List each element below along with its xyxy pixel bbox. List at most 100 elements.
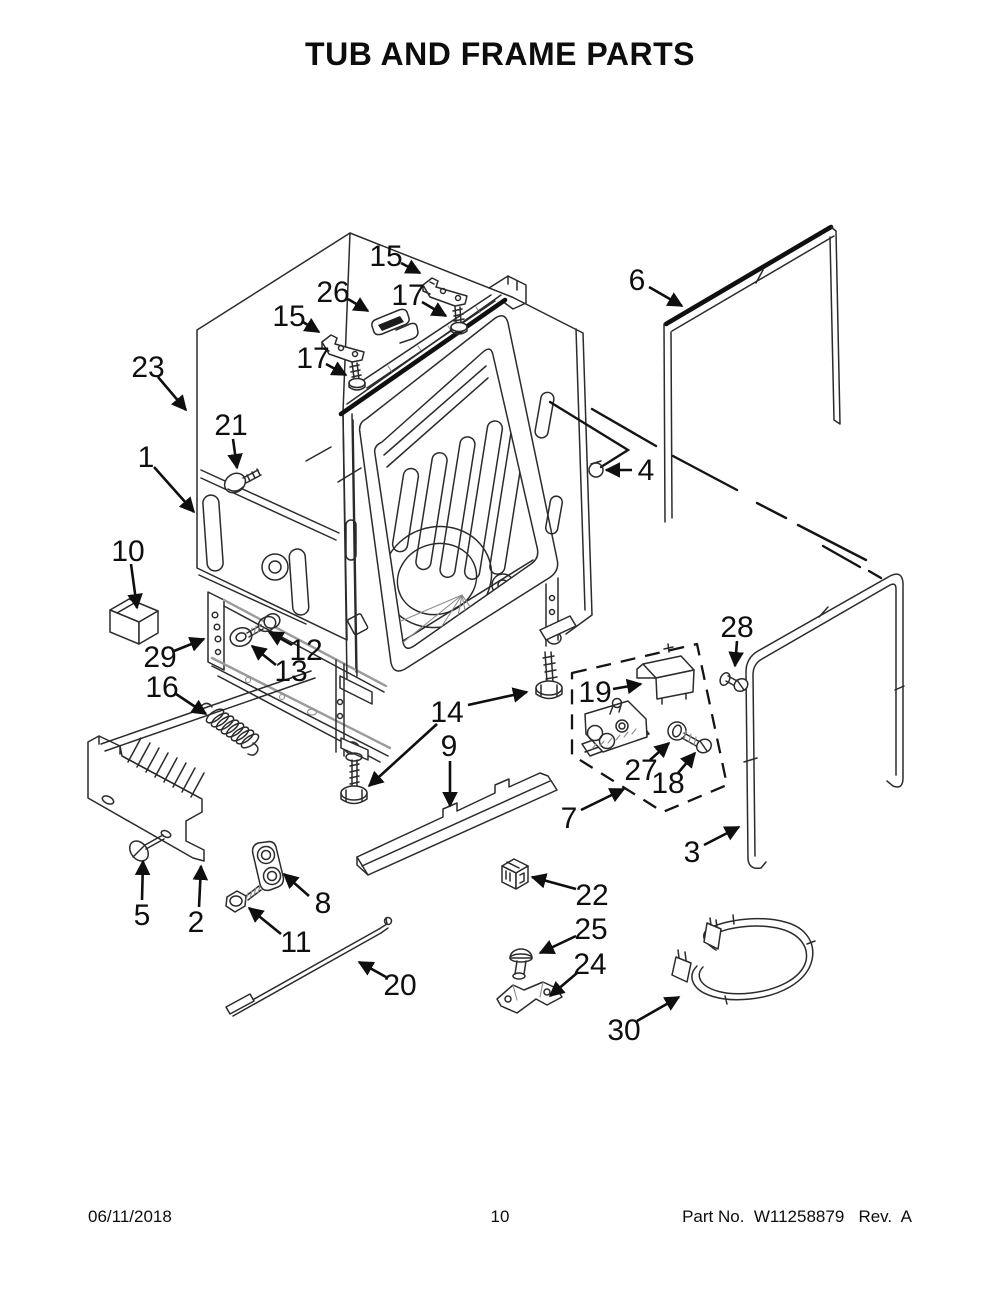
callout-label: 17 (296, 342, 329, 375)
callout-arrow (250, 644, 277, 667)
latch-screw (681, 730, 713, 754)
callout-label: 4 (638, 454, 655, 487)
thumbscrew (223, 468, 262, 494)
callout-label: 25 (574, 913, 607, 946)
latch-washer (667, 721, 687, 741)
callout-label: 18 (651, 767, 684, 800)
callout-arrow (175, 692, 208, 716)
grommet-plate (251, 840, 285, 892)
latch-kit (570, 642, 749, 814)
callout-arrow (247, 906, 282, 936)
callout-arrow (648, 285, 684, 308)
float-bracket (496, 981, 563, 1014)
callout-label: 12 (289, 634, 322, 667)
tension-spring (200, 702, 260, 756)
hex-bolt (225, 885, 262, 913)
callout-label: 11 (280, 926, 311, 959)
tub-body (338, 232, 593, 673)
page-title: TUB AND FRAME PARTS (305, 36, 695, 72)
callout-arrow (282, 872, 310, 897)
footer-date: 06/11/2018 (88, 1207, 172, 1226)
callout-arrow (127, 563, 143, 610)
callout-arrow (227, 438, 243, 470)
callout-label: 15 (369, 240, 402, 273)
callout-label: 29 (143, 641, 176, 674)
mount-bracket-top (422, 277, 468, 307)
callout-label: 26 (316, 276, 349, 309)
callout-arrow (267, 630, 293, 647)
callout-label: 9 (441, 730, 458, 763)
callout-arrow (134, 859, 151, 901)
callout-label: 13 (274, 655, 307, 688)
door-gasket-side (743, 544, 905, 870)
callout-arrow (400, 259, 422, 275)
callout-arrow (192, 864, 209, 908)
panel-fastener (128, 834, 165, 862)
footer-page-number: 10 (490, 1207, 510, 1226)
callout-arrow (157, 376, 188, 412)
base-frame (207, 415, 577, 805)
retainer-clip (588, 460, 604, 478)
junction-block (109, 598, 159, 645)
callout-label: 8 (315, 887, 332, 920)
frame-washer (229, 626, 253, 648)
mount-screw-top (450, 305, 468, 335)
frame-screw (246, 613, 281, 638)
heating-element (671, 914, 816, 1005)
callout-label: 23 (131, 351, 164, 384)
callout-label: 6 (629, 264, 646, 297)
float-switch (501, 858, 529, 890)
gasket-screw (719, 672, 749, 693)
door-latch (581, 697, 650, 757)
link-rod (225, 916, 393, 1017)
callout-label: 2 (188, 906, 205, 939)
access-panel (87, 670, 316, 862)
callout-arrow (347, 297, 370, 313)
callout-arrow (538, 934, 577, 955)
latch-cover (636, 655, 695, 705)
callout-arrow (367, 723, 438, 788)
callout-arrow (649, 741, 671, 761)
callout-arrow (530, 873, 577, 891)
callout-arrow (580, 787, 626, 812)
callout-arrow (636, 995, 681, 1023)
mount-screw-second (348, 361, 366, 391)
callout-arrow (357, 960, 387, 979)
callout-arrow (302, 317, 321, 334)
callout-arrow (153, 466, 196, 514)
mount-bracket-second (321, 334, 365, 363)
footer-part-number: Part No. W11258879 Rev. A (682, 1207, 912, 1226)
callout-arrow (548, 972, 578, 998)
callout-label: 30 (607, 1014, 640, 1047)
callout-label: 7 (561, 802, 578, 835)
callout-label: 20 (383, 969, 416, 1002)
callout-label: 10 (111, 535, 144, 568)
callout-label: 28 (720, 611, 753, 644)
float (509, 948, 533, 980)
callout-arrow (677, 751, 697, 774)
callout-label: 5 (134, 899, 151, 932)
callout-label: 24 (573, 948, 606, 981)
callout-arrow (467, 687, 529, 707)
callout-arrow (173, 636, 206, 653)
lower-brace (356, 772, 558, 876)
door-strike (371, 308, 419, 344)
callout-label: 16 (145, 671, 178, 704)
callout-label: 3 (684, 836, 701, 869)
gasket-alignment-line (548, 400, 868, 562)
callout-label: 17 (391, 279, 424, 312)
callout-arrow (421, 300, 448, 318)
callout-arrow (703, 825, 741, 847)
callout-arrow (612, 678, 643, 695)
callout-label: 22 (575, 879, 608, 912)
callout-layer: 1234567891011121314151516171718192021222… (111, 240, 753, 1047)
callout-label: 15 (272, 300, 305, 333)
callout-label: 27 (624, 754, 657, 787)
callout-label: 14 (430, 696, 463, 729)
callout-label: 1 (138, 441, 155, 474)
callout-label: 21 (214, 409, 247, 442)
callout-label: 19 (578, 676, 611, 709)
callout-arrow (728, 640, 744, 668)
